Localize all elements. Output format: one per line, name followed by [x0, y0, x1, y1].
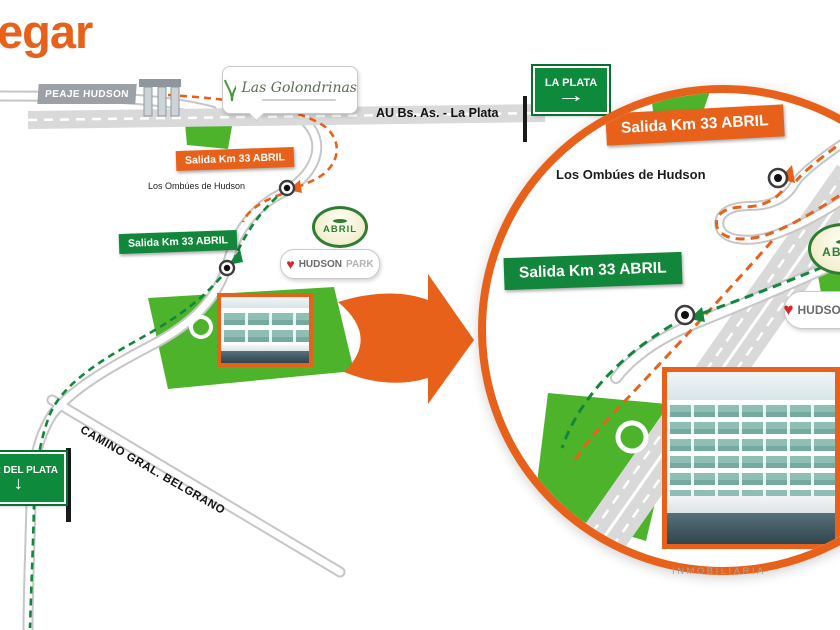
inset-ombues-label: Los Ombúes de Hudson — [556, 167, 706, 182]
las-golondrinas-sign: Las Golondrinas — [222, 66, 358, 122]
green-exit-sign: Salida Km 33 ABRIL — [118, 229, 238, 255]
inset-building-photo — [662, 367, 840, 549]
las-golondrinas-text: Las Golondrinas — [241, 79, 358, 101]
photo-facade — [221, 307, 309, 345]
orange-exit-sign: Salida Km 33 ABRIL — [175, 146, 295, 172]
hudson-park-sign: ♥ HUDSON PARK — [280, 249, 380, 279]
photo-signage-band — [667, 495, 835, 514]
down-arrow-icon: ↓ — [13, 473, 23, 493]
las-golondrinas-subline — [262, 98, 337, 101]
exit-target-orange — [278, 179, 296, 197]
heart-icon: ♥ — [783, 300, 794, 319]
hudson-park-word2: PARK — [346, 258, 374, 270]
route-green-arrowhead — [228, 249, 243, 265]
exit-target-green — [218, 259, 236, 277]
photo-facade — [667, 399, 835, 496]
inset-green-exit-sign: Salida Km 33 ABRIL — [503, 251, 683, 291]
sign-post — [523, 96, 527, 142]
las-golondrinas-label: Las Golondrinas — [241, 79, 358, 96]
leaf-icon — [836, 239, 840, 244]
toll-booth-icon — [139, 79, 181, 117]
heart-icon: ♥ — [286, 256, 295, 272]
hudson-park-word1: HUDSON — [797, 303, 840, 317]
zoom-arrow — [338, 274, 474, 404]
photo-sky — [667, 372, 835, 400]
leaf-icon — [333, 219, 347, 223]
route-green — [560, 258, 840, 449]
location-ring — [615, 420, 649, 454]
inset-hudson-park-sign: ♥ HUDSON PARK — [783, 291, 840, 329]
route-orange — [570, 141, 840, 466]
zoom-inset-circle: Salida Km 33 ABRIL Los Ombúes de Hudson … — [478, 85, 840, 575]
watermark-text: INMOBILIARIA — [672, 566, 766, 577]
la-plata-label: LA PLATA — [544, 76, 598, 89]
photo-signage-band — [221, 344, 309, 352]
photo-base — [667, 513, 835, 544]
la-plata-sign: LA PLATA → — [533, 66, 609, 114]
mar-del-plata-sign: MAR DEL PLATA ↓ — [0, 452, 66, 504]
sprout-icon — [224, 79, 236, 102]
exit-target-orange — [767, 167, 789, 189]
highway-centerline — [27, 111, 546, 122]
photo-base — [221, 351, 309, 363]
mar-del-plata-label: MAR DEL PLATA — [0, 465, 58, 476]
page-title: egar — [0, 5, 93, 58]
sign-post — [66, 448, 71, 522]
photo-sky — [221, 297, 309, 308]
route-green — [28, 196, 278, 629]
abril-logo: ABRIL — [312, 206, 368, 248]
abril-logo-label: ABRIL — [322, 224, 358, 235]
building-photo — [217, 293, 313, 367]
right-arrow-icon: → — [556, 84, 586, 107]
hudson-park-word1: HUDSON — [298, 258, 343, 270]
ombues-label: Los Ombúes de Hudson — [148, 181, 246, 191]
location-ring — [189, 315, 213, 339]
exit-target-green — [674, 304, 696, 326]
abril-logo-label: ABRIL — [822, 244, 840, 259]
highway-label: AU Bs. As. - La Plata — [376, 106, 499, 120]
peaje-hudson-sign: PEAJE HUDSON — [37, 84, 137, 104]
